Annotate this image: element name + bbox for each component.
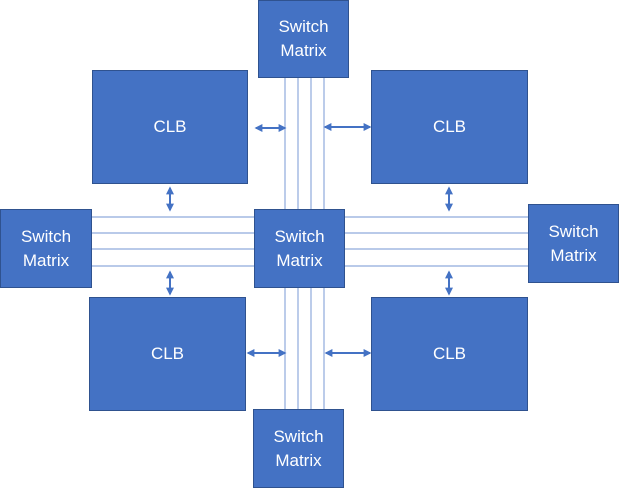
switch-matrix-label: Switch Matrix [20,226,72,270]
switch-matrix-top: Switch Matrix [258,0,349,78]
clb-label: CLB [432,344,467,363]
switch-matrix-label: Switch Matrix [273,426,324,470]
clb-label: CLB [153,117,187,136]
switch-matrix-label: Switch Matrix [548,221,599,265]
clb-bottom-right: CLB [371,297,528,411]
clb-top-right: CLB [371,70,528,184]
clb-bottom-left: CLB [89,297,246,411]
switch-matrix-bottom: Switch Matrix [253,409,344,488]
switch-matrix-label: Switch Matrix [274,226,325,270]
clb-label: CLB [150,344,185,363]
switch-matrix-center: Switch Matrix [254,209,345,288]
clb-top-left: CLB [92,70,248,184]
switch-matrix-label: Switch Matrix [278,17,329,60]
switch-matrix-left: Switch Matrix [0,209,92,288]
clb-label: CLB [432,117,467,136]
switch-matrix-right: Switch Matrix [528,204,619,283]
